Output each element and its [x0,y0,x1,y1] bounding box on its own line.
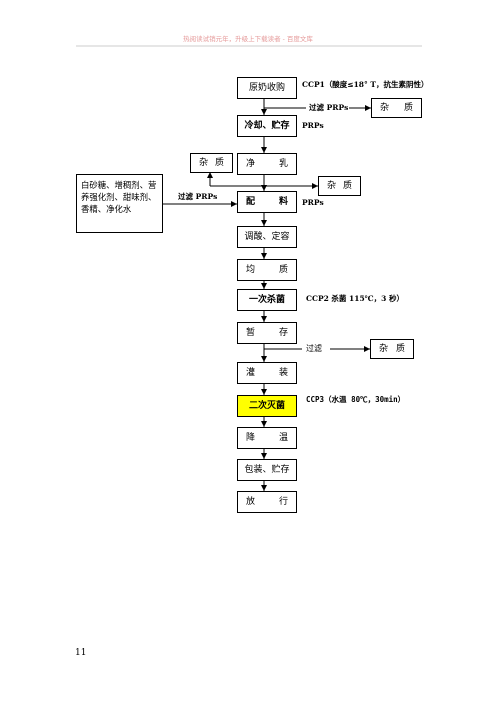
flow-step-second-sterilization: 二次灭菌 [237,395,297,417]
flow-step-first-sterilization: 一次杀菌 [237,289,297,311]
flow-step-acidification-volume: 调酸、定容 [237,226,297,248]
filter-prps-label-ingredients: 过滤 PRPs [178,192,218,201]
ingredients-box: 白砂糖、增稠剂、营养强化剂、甜味剂、香精、净化水 [76,174,163,233]
flow-step-temporary-storage: 暂 存 [237,322,297,344]
ccp2-label: CCP2 杀菌 115℃，3 秒） [306,294,404,303]
ccp3-label: CCP3（水温 80℃，30min） [306,395,406,404]
flow-step-raw-milk-receiving: 原奶收购 [237,77,297,99]
impurity-box-clarification-right: 杂 质 [318,176,361,196]
flow-step-cooling-storage: 冷却、贮存 [237,115,297,137]
flow-step-cooling: 降 温 [237,427,297,449]
flow-step-batching: 配 料 [237,191,297,213]
impurity-box-storage: 杂 质 [370,339,414,359]
impurity-box-receiving: 杂 质 [371,98,422,118]
prps-label-cooling: PRPs [302,121,324,130]
page-number: 11 [75,648,87,658]
ccp1-label: CCP1（酸度≤18° T，抗生素阴性） [302,80,429,89]
filter-label-storage: 过滤 [305,344,323,353]
flow-step-release: 放 行 [237,491,297,513]
prps-label-batching: PRPs [302,198,324,207]
header-watermark-text: 热阅读试销元年，升级上下载读者 - 百度文库 [183,35,313,43]
flow-step-milk-clarification: 净 乳 [237,153,297,175]
flow-step-packaging-storage: 包装、贮存 [237,459,297,481]
flow-step-filling: 灌 装 [237,362,297,384]
filter-prps-label-receiving: 过滤 PRPs [308,103,350,112]
flow-step-homogenization: 均 质 [237,259,297,281]
impurity-box-clarification-left: 杂 质 [190,153,233,173]
